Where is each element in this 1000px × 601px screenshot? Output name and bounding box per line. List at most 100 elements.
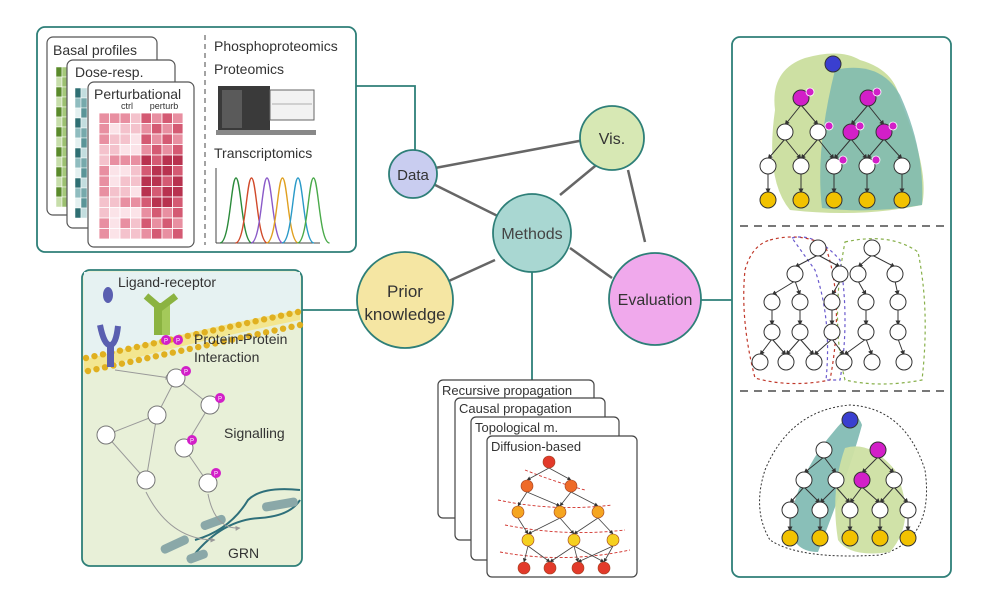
node-methods[interactable]: Methods (492, 193, 572, 273)
eval-edge (857, 254, 873, 268)
heatmap-cell (140, 175, 152, 187)
eval-edge (771, 338, 787, 356)
diffusion-node (542, 455, 556, 469)
heatmap-cell (161, 154, 173, 166)
eval-node (858, 157, 876, 175)
ppi-label-2: Interaction (194, 349, 259, 365)
heatmap-cell (98, 112, 110, 124)
eval-node (875, 123, 893, 141)
basal-heat-strip (55, 66, 69, 208)
eval-network-top (759, 53, 924, 214)
diffusion-edge (527, 517, 561, 535)
node-vis[interactable]: Vis. (579, 105, 645, 171)
eval-edge (835, 486, 851, 504)
lipid-head (243, 319, 251, 327)
heatmap-cell (161, 123, 173, 135)
eval-node (899, 501, 917, 519)
heatmap-cell (140, 154, 152, 166)
receptor-purple-icon (97, 324, 121, 367)
basal-cell (55, 86, 63, 98)
extracellular-area (84, 272, 300, 360)
diffusion-edge (522, 545, 529, 563)
eval-edge (849, 486, 863, 504)
eval-network-bottom (759, 404, 927, 557)
eval-node (841, 529, 859, 547)
dose-cell (80, 207, 88, 219)
heatmap-cell (119, 112, 131, 124)
node-prior-knowledge[interactable]: Prior knowledge (356, 251, 454, 349)
basal-cell (55, 66, 63, 78)
heatmap-cell (172, 123, 184, 135)
dose-cell (80, 87, 88, 99)
heatmap-cell (172, 196, 184, 208)
eval-edge (831, 280, 841, 296)
signal-node (198, 473, 218, 493)
omics-phospho-label: Phosphoproteomics (214, 38, 338, 54)
diffusion-edge (597, 517, 614, 535)
node-prior-label-1: Prior (387, 282, 423, 301)
mass-spectrometer-icon (216, 86, 316, 135)
basal-cell (55, 116, 63, 128)
signal-node (200, 395, 220, 415)
heatmap-cell (151, 165, 163, 177)
diffusion-node (517, 561, 531, 575)
heatmap-cell (98, 186, 110, 198)
dose-cell (74, 177, 82, 189)
heatmap-cell (161, 196, 173, 208)
phospho-dot (181, 366, 191, 376)
eval-edge (823, 456, 837, 474)
eval-node (792, 89, 810, 107)
transcript-peak (266, 177, 299, 244)
heatmap-cell (109, 186, 121, 198)
eval-edge (867, 104, 885, 126)
dose-cell (74, 87, 82, 99)
diffusion-node (591, 505, 605, 519)
eval-node (823, 293, 841, 311)
lipid-head (235, 321, 242, 329)
signal-edge (114, 369, 171, 380)
diffusion-node (564, 479, 578, 493)
lipid-head (218, 325, 225, 332)
card-diffusion-based[interactable]: Diffusion-based (486, 435, 638, 578)
diffusion-graph (497, 455, 631, 575)
eval-edge (817, 254, 841, 268)
heatmap-cell (151, 144, 163, 156)
eval-node (809, 123, 827, 141)
eval-node (823, 323, 841, 341)
eval-edge (861, 456, 879, 474)
lipid-head (184, 332, 191, 340)
diffusion-edge (548, 467, 572, 481)
heatmap-cell (109, 196, 121, 208)
transcript-peak (250, 177, 284, 244)
transcript-peak (235, 177, 268, 244)
diffusion-edge (527, 545, 551, 563)
eval-phospho-dot (824, 121, 834, 131)
heatmap-cell (130, 217, 142, 229)
eval-edge (850, 104, 869, 126)
eval-edge (883, 138, 903, 160)
eval-node (791, 293, 809, 311)
heatmap-cell (98, 133, 110, 145)
heatmap-cell (172, 228, 184, 240)
lipid-head (144, 354, 151, 362)
lipid-head (150, 340, 158, 347)
dose-cell (74, 127, 82, 139)
signal-edge (144, 414, 158, 481)
node-evaluation[interactable]: Evaluation (608, 252, 702, 346)
signalling-label: Signalling (224, 425, 285, 441)
diffusion-node (606, 533, 620, 547)
basal-cell (55, 146, 63, 158)
methods-panel: Recursive propagation Causal propagation… (437, 379, 638, 578)
diffusion-node (597, 561, 611, 575)
node-data[interactable]: Data (388, 149, 438, 199)
diffusion-edge (573, 545, 605, 563)
heatmap-cell (172, 144, 184, 156)
transcript-peak (281, 177, 315, 244)
eval-node (759, 157, 777, 175)
lipid-head (262, 329, 270, 336)
heatmap-cell (151, 228, 163, 240)
eval-node (786, 265, 804, 283)
eval-node (889, 323, 907, 341)
basal-cell (55, 96, 63, 108)
perturbational-card: Perturbational ctrl perturb (87, 81, 195, 248)
